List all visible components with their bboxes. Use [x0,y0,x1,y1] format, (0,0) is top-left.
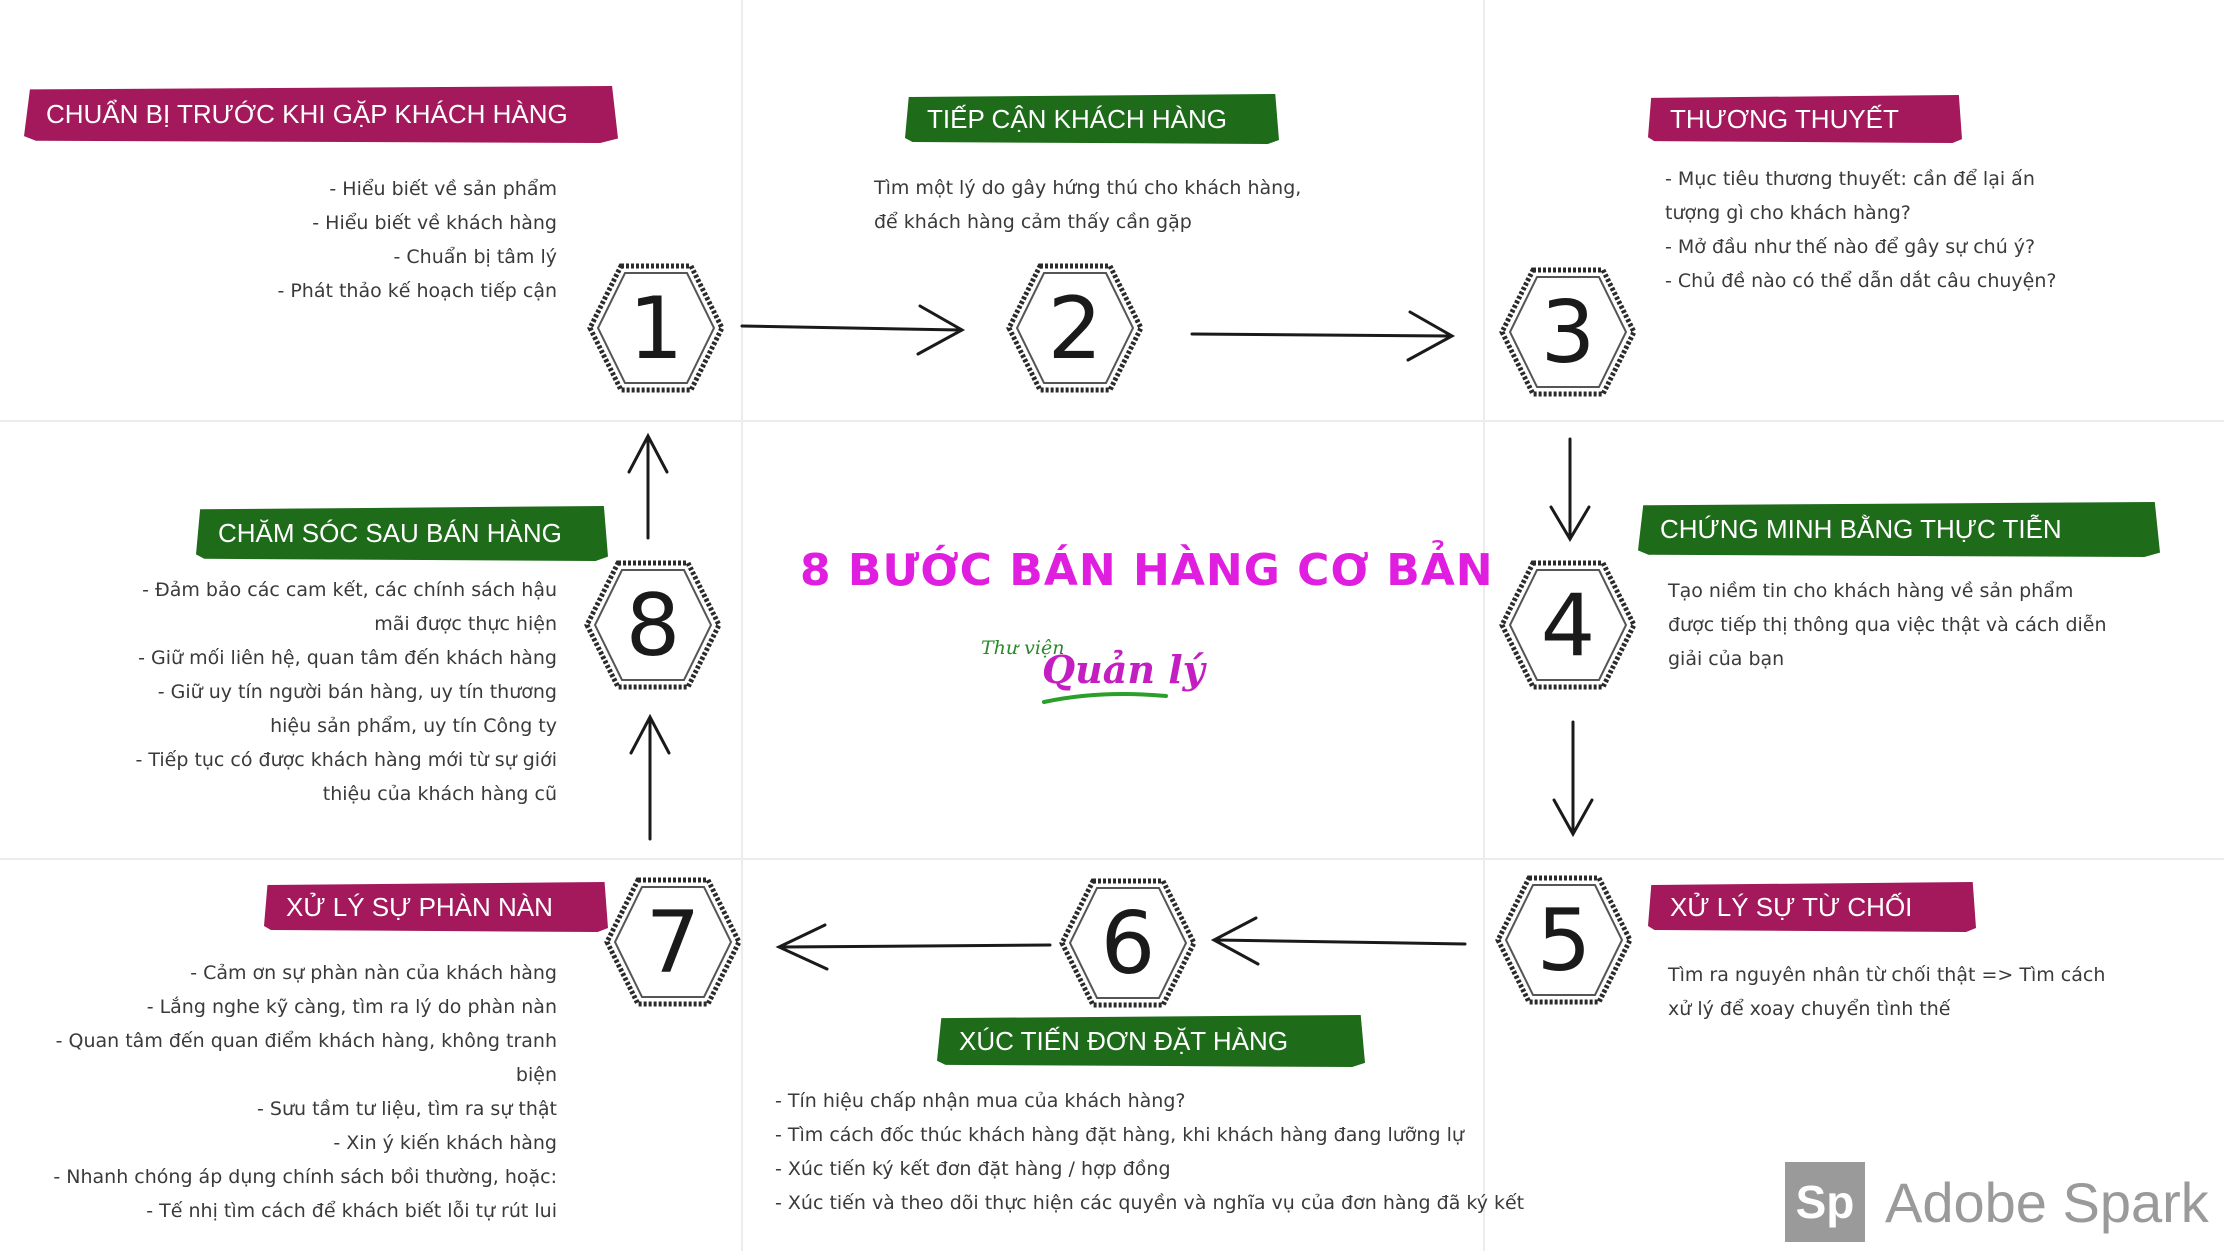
arrow-6-to-7 [775,923,1052,971]
step-6-line: - Xúc tiến và theo dõi thực hiện các quy… [775,1192,1525,1214]
spark-label: Adobe Spark [1885,1170,2209,1234]
step-1-number: 1 [629,279,684,379]
step-3-line: - Mục tiêu thương thuyết: cần để lại ấn [1665,168,2035,190]
step-7-heading: XỬ LÝ SỰ PHÀN NÀN [264,882,608,932]
logo-big-text: Quản lý [1042,647,1205,692]
step-4-line: được tiếp thị thông qua việc thật và các… [1668,614,2107,636]
step-3-number: 3 [1541,283,1596,383]
grid-line-h2 [0,858,2224,860]
step-8-line: - Đảm bảo các cam kết, các chính sách hậ… [142,579,557,601]
step-7-line: - Quan tâm đến quan điểm khách hàng, khô… [55,1030,557,1086]
step-8-line: hiệu sản phẩm, uy tín Công ty [270,715,557,737]
step-2-heading: TIẾP CẬN KHÁCH HÀNG [905,94,1279,144]
step-8-line: - Tiếp tục có được khách hàng mới từ sự … [135,749,557,771]
step-3-line: - Mở đầu như thế nào để gây sự chú ý? [1665,236,2036,258]
arrow-5-to-6 [1210,916,1467,966]
step-1-line: - Hiểu biết về khách hàng [312,212,557,234]
step-5-number: 5 [1537,891,1592,991]
step-6-line: - Tín hiệu chấp nhận mua của khách hàng? [775,1090,1186,1112]
step-3-line: - Chủ đề nào có thể dẫn dắt câu chuyện? [1665,270,2057,292]
logo-small-text: Thư viện [981,637,1065,659]
page-title: 8 BƯỚC BÁN HÀNG CƠ BẢN [800,545,1494,596]
grid-line-v1 [741,0,743,1251]
step-1-line: - Chuẩn bị tâm lý [393,246,557,268]
step-3-hexagon: 3 [1499,267,1637,397]
step-3-text: - Mục tiêu thương thuyết: cần để lại ấn … [1665,162,2185,298]
step-2-line: Tìm một lý do gây hứng thú cho khách hàn… [874,177,1302,199]
step-7-line: - Tế nhị tìm cách để khách biết lỗi tự r… [146,1200,557,1222]
step-6-number: 6 [1101,894,1156,994]
step-4-line: Tạo niềm tin cho khách hàng về sản phẩm [1668,580,2074,602]
step-7-number: 7 [646,893,701,993]
step-1-heading: CHUẨN BỊ TRƯỚC KHI GẶP KHÁCH HÀNG [24,86,618,143]
step-8-text: - Đảm bảo các cam kết, các chính sách hậ… [60,573,557,811]
step-6-hexagon: 6 [1059,878,1197,1008]
arrow-4-to-5 [1552,720,1594,838]
step-7-hexagon: 7 [604,877,742,1007]
step-3-heading: THƯƠNG THUYẾT [1648,95,1962,143]
step-5-line: Tìm ra nguyên nhân từ chối thật => Tìm c… [1668,964,2106,986]
step-7-line: - Nhanh chóng áp dụng chính sách bồi thư… [53,1166,557,1188]
step-8-line: - Giữ uy tín người bán hàng, uy tín thươ… [157,681,557,703]
step-1-line: - Phát thảo kế hoạch tiếp cận [277,280,557,302]
step-1-text: - Hiểu biết về sản phẩm - Hiểu biết về k… [60,172,557,308]
step-8-line: mãi được thực hiện [374,613,557,635]
step-8-line: thiệu của khách hàng cũ [322,783,557,805]
step-4-line: giải của bạn [1668,648,1785,670]
arrow-2-to-3 [1190,310,1456,362]
step-1-line: - Hiểu biết về sản phẩm [329,178,557,200]
step-8-hexagon: 8 [584,560,722,690]
step-4-hexagon: 4 [1499,560,1637,690]
arrow-8-to-1 [627,432,669,540]
logo-swoosh-icon [1042,692,1168,704]
step-2-text: Tìm một lý do gây hứng thú cho khách hàn… [874,171,1414,239]
arrow-7-to-8 [629,713,671,841]
spark-logo-icon: Sp [1785,1162,1865,1242]
step-6-text: - Tín hiệu chấp nhận mua của khách hàng?… [775,1084,1735,1220]
step-2-number: 2 [1048,279,1103,379]
grid-line-h1 [0,420,2224,422]
step-2-line: để khách hàng cảm thấy cần gặp [874,211,1192,233]
step-2-hexagon: 2 [1006,263,1144,393]
step-6-line: - Xúc tiến ký kết đơn đặt hàng / hợp đồn… [775,1158,1171,1180]
step-5-heading: XỬ LÝ SỰ TỪ CHỐI [1648,882,1976,932]
step-8-heading: CHĂM SÓC SAU BÁN HÀNG [196,506,608,561]
adobe-spark-watermark: Sp Adobe Spark [1785,1162,2209,1242]
step-8-number: 8 [626,576,681,676]
step-7-line: - Sưu tầm tư liệu, tìm ra sự thật [257,1098,557,1120]
step-1-hexagon: 1 [587,263,725,393]
step-7-text: - Cảm ơn sự phàn nàn của khách hàng - Lắ… [10,956,557,1228]
step-5-text: Tìm ra nguyên nhân từ chối thật => Tìm c… [1668,958,2208,1026]
step-8-line: - Giữ mối liên hệ, quan tâm đến khách hà… [138,647,557,669]
step-3-line: tượng gì cho khách hàng? [1665,202,1911,224]
step-5-hexagon: 5 [1495,875,1633,1005]
step-7-line: - Xin ý kiến khách hàng [333,1132,557,1154]
step-4-heading: CHỨNG MINH BẰNG THỰC TIỄN [1638,502,2160,557]
grid-line-v2 [1483,0,1485,1251]
step-5-line: xử lý để xoay chuyển tình thế [1668,998,1951,1020]
step-4-number: 4 [1541,576,1596,676]
step-6-heading: XÚC TIẾN ĐƠN ĐẶT HÀNG [937,1015,1365,1067]
arrow-1-to-2 [740,304,966,356]
step-4-text: Tạo niềm tin cho khách hàng về sản phẩm … [1668,574,2208,676]
arrow-3-to-4 [1549,437,1591,542]
step-6-line: - Tìm cách đốc thúc khách hàng đặt hàng,… [775,1124,1464,1146]
step-7-line: - Lắng nghe kỹ càng, tìm ra lý do phàn n… [146,996,557,1018]
step-7-line: - Cảm ơn sự phàn nàn của khách hàng [190,962,557,984]
